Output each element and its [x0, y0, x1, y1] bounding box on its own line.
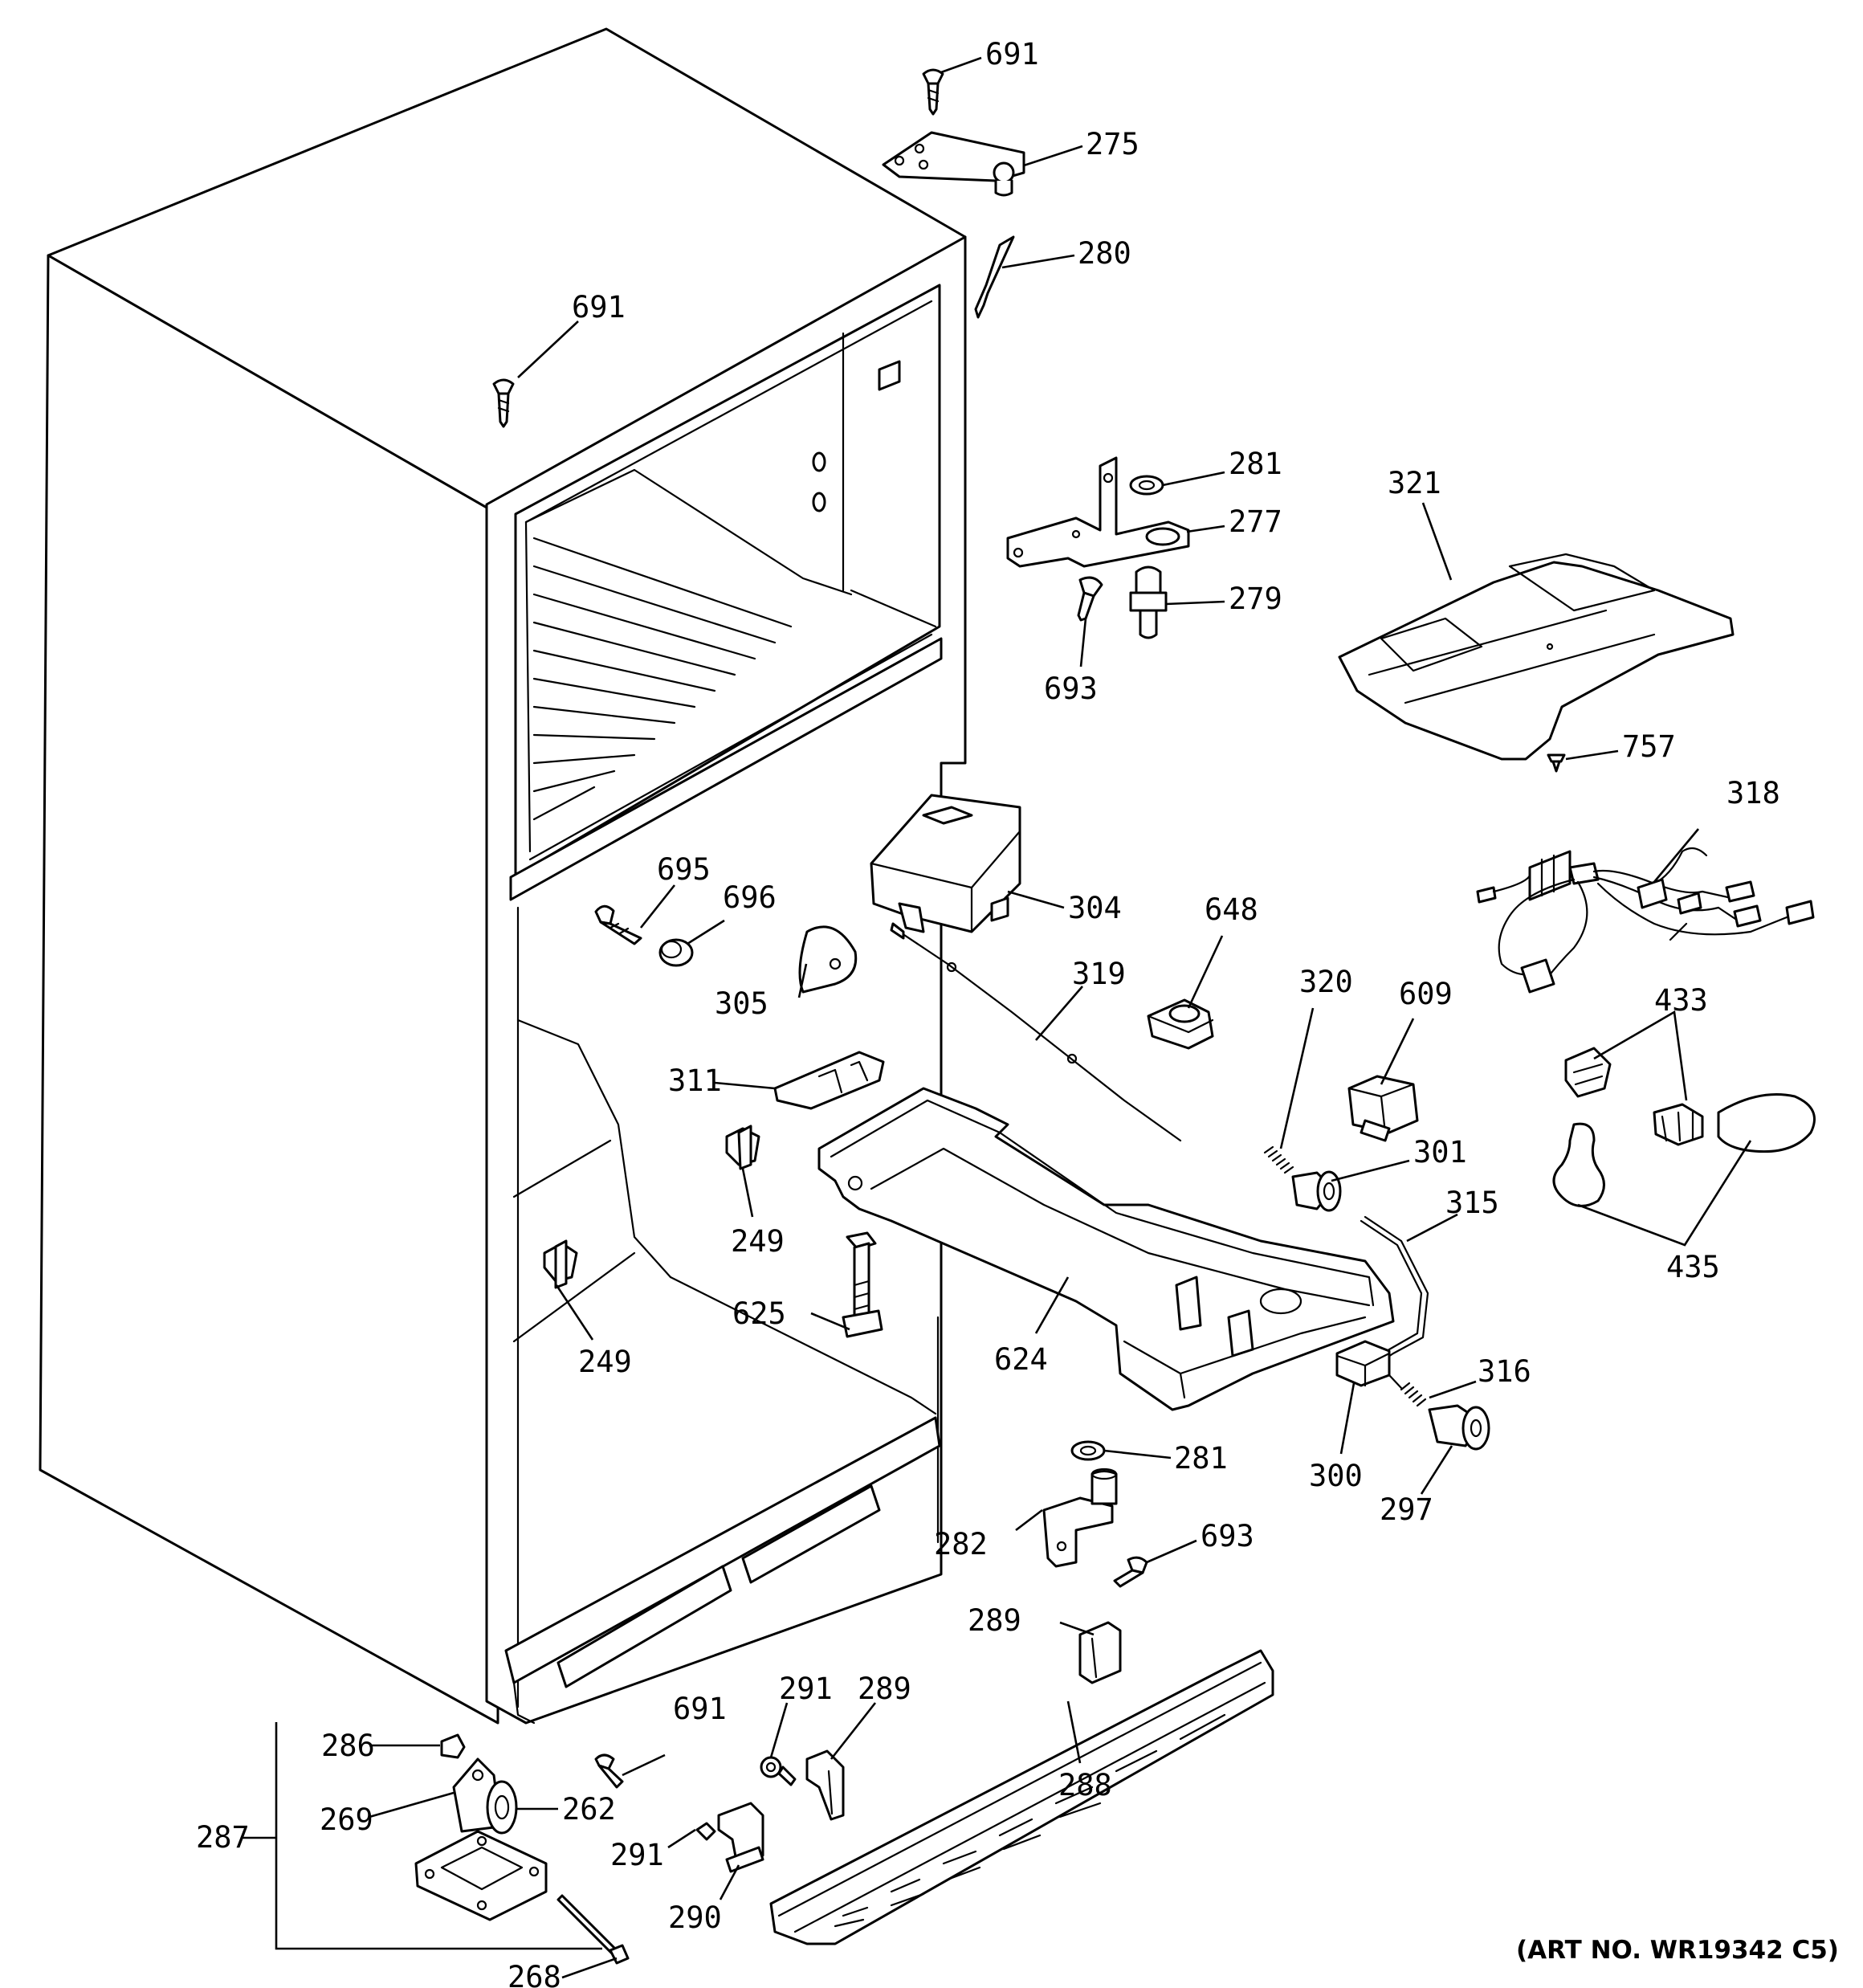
label-286: 286 [321, 1729, 375, 1763]
screw-691-top [922, 68, 944, 116]
label-311: 311 [668, 1063, 722, 1098]
leader-lines [241, 56, 1752, 1979]
switch-609 [1347, 1075, 1419, 1142]
label-624: 624 [994, 1342, 1048, 1377]
clip-249-left [543, 1239, 578, 1289]
roller-262 [486, 1780, 518, 1835]
bracket-289-middle [805, 1749, 845, 1821]
washer-281-bottom [1070, 1440, 1106, 1461]
label-300: 300 [1309, 1459, 1363, 1493]
screw-625 [842, 1231, 883, 1338]
cover-321 [1338, 553, 1735, 761]
label-289-right: 289 [968, 1603, 1021, 1638]
label-693-top: 693 [1044, 672, 1098, 706]
label-281-top: 281 [1229, 447, 1282, 481]
label-691-left: 691 [572, 290, 626, 325]
label-318: 318 [1726, 776, 1780, 810]
spring-320 [1263, 1145, 1294, 1174]
control-housing-624 [817, 1087, 1395, 1411]
label-757: 757 [1622, 729, 1676, 764]
label-281-bottom: 281 [1174, 1441, 1228, 1476]
screw-691-left [492, 378, 515, 428]
label-691-bottom: 691 [673, 1692, 727, 1726]
label-625: 625 [732, 1296, 786, 1331]
refrigerator-cabinet [39, 27, 967, 1725]
bottom-hinge-282 [1042, 1468, 1118, 1568]
bracket-311 [773, 1051, 885, 1110]
foot-plate-287 [414, 1830, 548, 1921]
label-289-middle: 289 [858, 1672, 911, 1706]
socket-433-b [1653, 1103, 1704, 1146]
label-269: 269 [320, 1802, 373, 1837]
screw-695 [594, 904, 642, 945]
label-433: 433 [1654, 983, 1708, 1018]
clip-249-middle [725, 1125, 760, 1170]
socket-433-a [1564, 1047, 1612, 1098]
label-297: 297 [1380, 1492, 1433, 1527]
label-301: 301 [1413, 1135, 1467, 1170]
grille-288 [769, 1649, 1274, 1945]
knob-301 [1291, 1170, 1342, 1212]
label-268: 268 [508, 1960, 561, 1988]
clip-291-top [760, 1756, 797, 1786]
label-290: 290 [668, 1900, 722, 1935]
clip-289-right [1078, 1621, 1122, 1684]
bulb-435-right [1717, 1093, 1816, 1153]
screw-693-top [1077, 576, 1103, 622]
label-288: 288 [1058, 1768, 1112, 1802]
art-number: (ART NO. WR19342 C5) [1516, 1936, 1839, 1965]
hinge-pin-279 [1129, 565, 1168, 639]
label-282: 282 [934, 1527, 988, 1561]
label-320: 320 [1299, 965, 1353, 999]
clip-290 [717, 1802, 764, 1873]
freezer-floor-ribs [524, 468, 853, 853]
label-275: 275 [1086, 127, 1139, 161]
spring-316 [1388, 1374, 1427, 1407]
knob-cover-305 [798, 925, 858, 994]
label-262: 262 [562, 1792, 616, 1827]
label-249-left: 249 [578, 1345, 632, 1379]
label-695: 695 [657, 852, 711, 887]
part-number-labels: 691 275 280 691 281 277 279 693 321 757 … [196, 37, 1839, 1988]
screw-757 [1547, 753, 1566, 773]
label-277: 277 [1229, 504, 1282, 539]
label-291-bottom: 291 [610, 1838, 664, 1872]
center-hinge-277 [1006, 456, 1190, 568]
label-435: 435 [1666, 1250, 1720, 1284]
label-315: 315 [1445, 1186, 1499, 1220]
label-304: 304 [1068, 891, 1122, 925]
screw-291-bottom [695, 1822, 716, 1841]
label-696: 696 [723, 880, 777, 915]
top-hinge-275 [882, 131, 1025, 197]
plug-696 [658, 938, 694, 967]
label-287: 287 [196, 1820, 250, 1855]
knob-297 [1428, 1404, 1490, 1451]
switch-300 [1335, 1340, 1391, 1387]
label-691-top: 691 [985, 37, 1039, 71]
bulb-435-left [1552, 1122, 1605, 1207]
capillary-319 [890, 922, 1182, 1142]
label-305: 305 [715, 986, 768, 1021]
label-321: 321 [1388, 466, 1441, 500]
label-279: 279 [1229, 582, 1282, 616]
screw-691-bottom [594, 1753, 624, 1789]
label-319: 319 [1072, 957, 1126, 991]
clip-286 [440, 1733, 466, 1759]
shim-280 [974, 235, 1015, 319]
label-609: 609 [1399, 977, 1453, 1011]
label-316: 316 [1478, 1354, 1531, 1389]
control-housing-304 [870, 794, 1021, 933]
screw-693-bottom [1113, 1556, 1148, 1588]
wire-harness-318 [1476, 847, 1815, 994]
rod-268 [556, 1894, 630, 1965]
label-291-top: 291 [779, 1672, 833, 1706]
label-280: 280 [1078, 236, 1131, 271]
label-249-middle: 249 [731, 1224, 785, 1259]
washer-281-top [1129, 475, 1164, 496]
label-648: 648 [1205, 892, 1258, 927]
thermostat-648 [1147, 998, 1214, 1050]
label-693-bottom: 693 [1201, 1519, 1254, 1553]
